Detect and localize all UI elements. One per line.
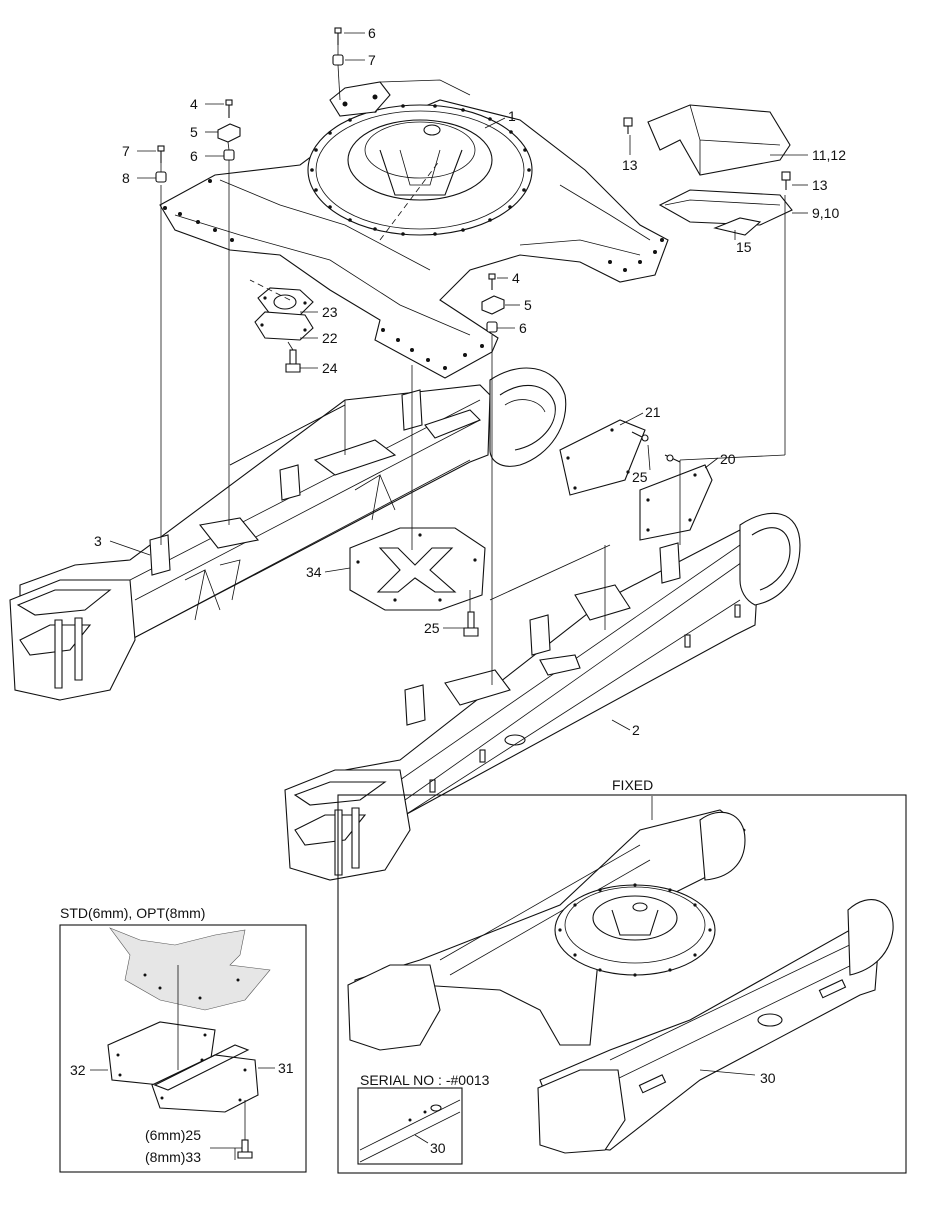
callout-7-left: 7 — [122, 143, 130, 159]
callout-31: 31 — [278, 1060, 294, 1076]
callout-23: 23 — [322, 304, 338, 320]
callout-20: 20 — [720, 451, 736, 467]
callout-30-fixed: 30 — [760, 1070, 776, 1086]
hardware — [155, 27, 791, 637]
callout-5-right: 5 — [524, 297, 532, 313]
callout-4-left: 4 — [190, 96, 198, 112]
right-side-frame — [284, 512, 801, 881]
callout-21: 21 — [645, 404, 661, 420]
caption-serial: SERIAL NO : -#0013 — [360, 1072, 490, 1088]
callout-22: 22 — [322, 330, 338, 346]
callout-13-left: 13 — [622, 157, 638, 173]
callout-25-lower: 25 — [424, 620, 440, 636]
callout-1: 1 — [508, 108, 516, 124]
callout-leaders — [109, 32, 808, 820]
caption-bolt-8mm: (8mm)33 — [145, 1149, 201, 1165]
callout-24: 24 — [322, 360, 338, 376]
callout-30-serial: 30 — [430, 1140, 446, 1156]
alignment-lines — [160, 45, 786, 685]
callout-2: 2 — [632, 722, 640, 738]
caption-bolt-6mm: (6mm)25 — [145, 1127, 201, 1143]
callout-11-12: 11,12 — [812, 147, 846, 163]
left-side-frame — [9, 367, 567, 701]
callout-32: 32 — [70, 1062, 86, 1078]
callout-13-right: 13 — [812, 177, 828, 193]
callout-6-left: 6 — [190, 148, 198, 164]
upper-covers-9-15 — [647, 104, 793, 236]
side-covers-20-21 — [559, 419, 713, 541]
callout-labels: 6 7 1 4 5 6 7 8 13 11,12 13 9,10 15 23 2… — [60, 25, 846, 1165]
center-frame — [159, 79, 669, 379]
caption-std-opt: STD(6mm), OPT(8mm) — [60, 905, 205, 921]
callout-3: 3 — [94, 533, 102, 549]
callout-4-right: 4 — [512, 270, 520, 286]
cover-plates-22-23 — [254, 287, 314, 341]
callout-34: 34 — [306, 564, 322, 580]
callout-7-top: 6 — [368, 25, 376, 41]
callout-25-cover: 25 — [632, 469, 648, 485]
cover-plate-34 — [349, 527, 486, 611]
callout-8-top: 7 — [368, 52, 376, 68]
callout-9-10: 9,10 — [812, 205, 839, 221]
callout-8-left: 8 — [122, 170, 130, 186]
callout-15: 15 — [736, 239, 752, 255]
callout-5-left: 5 — [190, 124, 198, 140]
callout-6-right: 6 — [519, 320, 527, 336]
fixed-frame-inset — [337, 794, 907, 1174]
std-opt-inset — [59, 924, 307, 1173]
caption-fixed: FIXED — [612, 777, 653, 793]
